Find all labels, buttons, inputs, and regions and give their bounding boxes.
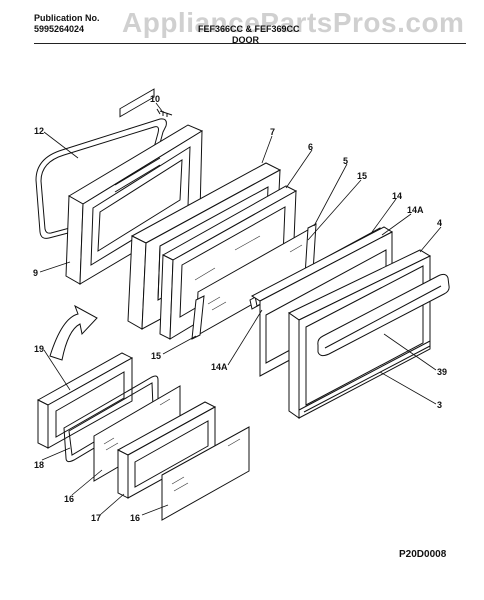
screw-part xyxy=(156,108,173,117)
callout-16-left: 16 xyxy=(64,494,74,504)
callout-6: 6 xyxy=(308,142,313,152)
callout-14: 14 xyxy=(392,191,402,201)
outer-door-panel xyxy=(288,249,432,419)
callout-14a-bottom: 14A xyxy=(211,362,228,372)
callout-14a-top: 14A xyxy=(407,205,424,215)
door-handle xyxy=(317,273,450,357)
callout-15-top: 15 xyxy=(357,171,367,181)
callout-9: 9 xyxy=(33,268,38,278)
header-rule xyxy=(34,43,466,44)
model-line: FEF366CC & FEF369CC xyxy=(198,24,300,34)
callout-7: 7 xyxy=(270,127,275,137)
callout-39: 39 xyxy=(437,367,447,377)
callout-16-bottom: 16 xyxy=(130,513,140,523)
callout-3: 3 xyxy=(437,400,442,410)
callout-10: 10 xyxy=(150,94,160,104)
callout-4: 4 xyxy=(437,218,442,228)
callout-19: 19 xyxy=(34,344,44,354)
door-gasket xyxy=(35,118,167,239)
door-glass-bottom xyxy=(161,426,250,521)
section-title: DOOR xyxy=(232,35,259,45)
watermark: AppliancePartsPros.com xyxy=(122,7,465,38)
leader-lines xyxy=(39,102,442,516)
direction-arrow xyxy=(49,304,98,361)
callout-15-bottom: 15 xyxy=(151,351,161,361)
publication-label: Publication No. xyxy=(34,13,100,23)
publication-number: 5995264024 xyxy=(34,24,85,34)
callout-18: 18 xyxy=(34,460,44,470)
diagram-number: P20D0008 xyxy=(399,549,447,560)
callout-labels: 10 12 7 6 5 15 14 14A 4 9 15 14A 39 3 19… xyxy=(33,94,447,523)
callout-5: 5 xyxy=(343,156,348,166)
callout-12: 12 xyxy=(34,126,44,136)
callout-17: 17 xyxy=(91,513,101,523)
inner-door-liner xyxy=(65,88,204,285)
